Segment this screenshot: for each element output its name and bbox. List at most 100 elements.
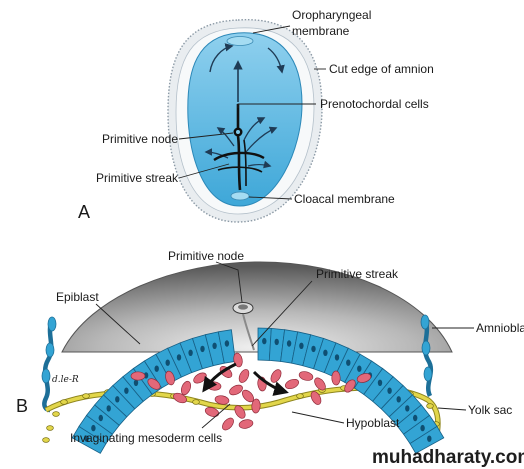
label-oropharyngeal-membrane: membrane <box>292 24 350 38</box>
primitive-streak-band <box>213 151 265 162</box>
epiblast-nucleus <box>377 379 383 386</box>
mesoderm-cell <box>180 380 192 396</box>
label-cloacal-membrane: Cloacal membrane <box>294 192 395 206</box>
epiblast-nucleus <box>115 396 120 403</box>
label-hypoblast: Hypoblast <box>346 416 400 430</box>
epiblast-nucleus <box>154 365 159 372</box>
label-yolk-sac: Yolk sac <box>468 403 512 417</box>
label-primitive-node-b: Primitive node <box>168 249 244 263</box>
yolk-sac-cell <box>60 399 68 405</box>
mesoderm-cell <box>130 371 146 381</box>
mesoderm-cell <box>238 369 250 383</box>
migration-arrow <box>216 127 235 147</box>
yolk-sac-cell <box>296 393 304 399</box>
oropharyngeal-membrane <box>226 36 254 46</box>
mesoderm-arrow <box>252 370 289 396</box>
panel-letter-b: B <box>16 396 28 416</box>
epiblast-nucleus <box>106 405 111 412</box>
epiblast-nucleus <box>405 405 410 412</box>
epiblast-nucleus <box>212 342 217 349</box>
panel-letter-a: A <box>78 202 90 222</box>
epiblast-nucleus <box>420 424 425 432</box>
mesoderm-cell <box>314 377 326 391</box>
epiblast-nucleus <box>334 354 340 361</box>
label-cut-edge-of-amnion: Cut edge of amnion <box>329 62 434 76</box>
mesoderm-cell <box>241 389 255 403</box>
yolk-sac-cell <box>42 437 50 443</box>
mesoderm-cell <box>234 405 246 419</box>
label-prenotochordal-cells: Prenotochordal cells <box>320 97 429 111</box>
epiblast-nucleus <box>176 354 182 361</box>
mesoderm-cell <box>356 373 372 383</box>
label-oropharyngeal-membrane: Oropharyngeal <box>292 8 371 22</box>
label-primitive-node-a: Primitive node <box>102 132 178 146</box>
mesoderm-cell <box>270 369 282 383</box>
epiblast-cell <box>409 425 445 454</box>
migration-arrow <box>243 117 266 141</box>
mesoderm-cell <box>344 379 356 393</box>
mesoderm-cell <box>222 417 234 431</box>
mesoderm-cell <box>298 371 314 381</box>
epiblast-nucleus <box>357 365 362 372</box>
migration-arrow <box>245 126 278 153</box>
mesoderm-cell <box>204 407 220 417</box>
migration-arrow <box>267 47 285 74</box>
panel-b: Primitive node Primitive streak Epiblast… <box>16 249 524 454</box>
mesoderm-cell <box>238 419 254 429</box>
mesoderm-cell <box>214 395 230 405</box>
epiblast-nucleus <box>396 396 401 403</box>
epiblast-nucleus <box>133 379 139 386</box>
label-primitive-streak-b: Primitive streak <box>316 267 399 281</box>
epiblast-layer <box>71 327 445 454</box>
epiblast-nucleus <box>286 340 292 347</box>
amnioblasts-left <box>42 319 55 413</box>
epiblast-nucleus <box>299 342 304 349</box>
illustrator-signature: d.le-R <box>52 375 79 385</box>
primitive-streak-a <box>243 139 247 187</box>
mesoderm-cell <box>331 370 341 386</box>
migration-arrow <box>204 148 229 159</box>
amnioblasts-right <box>421 316 434 398</box>
mesoderm-cell <box>310 391 322 405</box>
mesoderm-cell <box>193 372 207 384</box>
mesoderm-cell <box>147 378 161 390</box>
epiblast-nucleus <box>274 338 279 346</box>
epiblast-nucleus <box>124 387 129 394</box>
label-primitive-streak-a: Primitive streak <box>96 171 179 185</box>
epiblast-nucleus <box>346 359 351 366</box>
cloacal-membrane <box>230 191 250 201</box>
primitive-streak-a <box>236 135 242 191</box>
yolk-sac-cell <box>46 425 54 431</box>
epiblast-nucleus <box>311 345 316 353</box>
label-amnioblasts: Amnioblasts <box>476 321 524 335</box>
mesoderm-cell <box>229 384 243 396</box>
yolk-sac-cell <box>192 399 200 405</box>
watermark: muhadharaty.com <box>372 447 524 468</box>
epiblast-nucleus <box>188 349 193 356</box>
amniotic-dome <box>61 261 453 353</box>
epiblast-nucleus <box>413 414 418 422</box>
epiblast-nucleus <box>262 337 267 345</box>
epiblast-nucleus <box>323 349 328 356</box>
mesoderm-cell <box>165 370 175 386</box>
epiblast-nucleus <box>165 359 170 366</box>
embryonic-disc-a <box>187 32 303 207</box>
primitive-streak-band <box>217 166 263 173</box>
panel-a: Oropharyngeal membrane Cut edge of amnio… <box>78 8 434 223</box>
yolk-sac-cell <box>52 411 60 417</box>
mesoderm-cell <box>233 352 243 368</box>
epiblast-nucleus <box>91 424 96 432</box>
mesoderm-arrow <box>202 362 237 393</box>
yolk-sac-cell <box>426 403 434 409</box>
epiblast-nucleus <box>387 387 392 394</box>
mesoderm-cell <box>284 378 300 390</box>
yolk-sac-cell <box>82 393 90 399</box>
epiblast-nucleus <box>224 340 230 347</box>
label-epiblast: Epiblast <box>56 290 99 304</box>
epiblast-nucleus <box>98 414 104 422</box>
mesoderm-cell <box>251 398 261 414</box>
epiblast-nucleus <box>200 345 205 353</box>
label-invaginating-mesoderm: Invaginating mesoderm cells <box>70 431 222 445</box>
migration-arrow <box>247 160 272 169</box>
